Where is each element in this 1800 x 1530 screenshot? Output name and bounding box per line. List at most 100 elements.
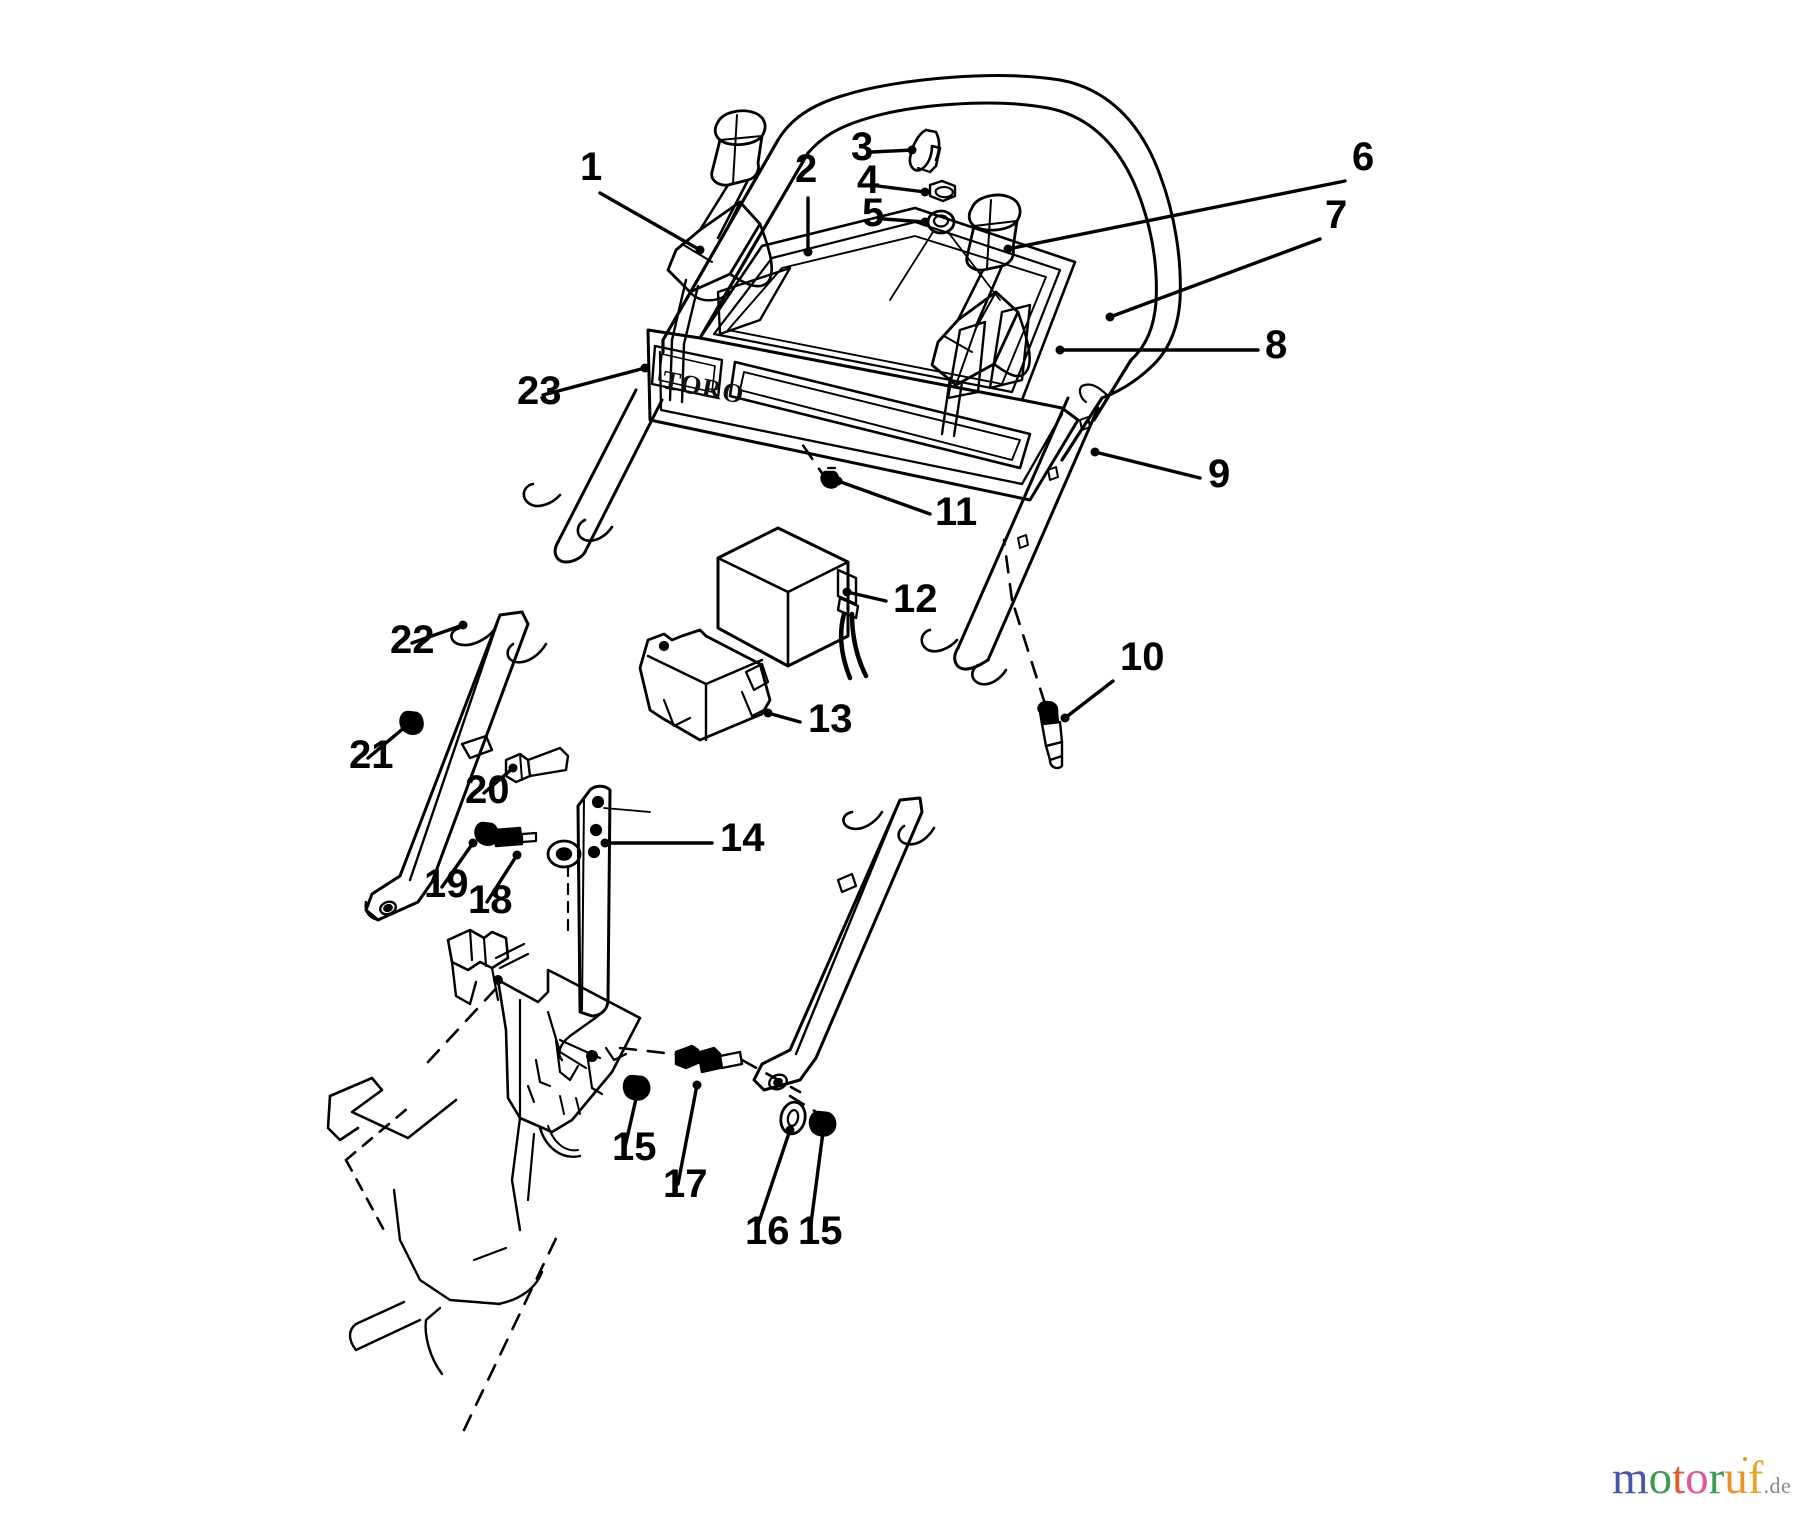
rod-part-14: [558, 784, 651, 1062]
pivot-bolt-part-17: [674, 1044, 744, 1074]
callout-leader-line: [1093, 450, 1202, 480]
screw-part-11: [820, 466, 840, 489]
callout-leader-line: [836, 479, 932, 516]
handle-mount-bracket: [446, 928, 642, 1232]
handle-bar-loop: [776, 74, 1182, 400]
bolt-part-19: [474, 821, 538, 848]
hex-nut-part-4: [928, 179, 957, 203]
phantom-line-pivot-right: [788, 1094, 828, 1120]
callout-leader-line: [485, 853, 519, 904]
callout-leader-line: [482, 766, 515, 795]
callout-14: 14: [600, 816, 765, 860]
handle-arm-part-22: [364, 610, 548, 922]
callout-1: 1: [580, 145, 705, 255]
callout-leader-dot: [692, 1080, 702, 1090]
callout-leader-line: [366, 725, 407, 760]
callout-12: 12: [842, 577, 938, 621]
callout-leader-dot: [907, 145, 917, 155]
callout-number: 5: [862, 191, 884, 235]
callout-leader-dot: [842, 587, 852, 597]
callout-4: 4: [857, 158, 930, 202]
callout-7: 7: [1105, 193, 1347, 322]
washer-part-18: [546, 839, 582, 869]
callout-number: 23: [517, 369, 562, 413]
callout-leader-dot: [508, 763, 518, 773]
lever-part-1: [666, 109, 773, 404]
console-placard-panel: [646, 328, 1080, 502]
callout-number: 18: [468, 878, 513, 922]
clip-part-3: [908, 128, 942, 174]
watermark-char-5: u: [1724, 1452, 1748, 1504]
callout-leader-line: [808, 1130, 825, 1233]
callout-leader-dot: [468, 838, 478, 848]
callout-leader-dot: [1090, 447, 1100, 457]
phantom-line-switch-10: [1010, 598, 1047, 706]
callout-leader-line: [766, 711, 802, 724]
callout-17: 17: [663, 1080, 708, 1206]
callout-5: 5: [862, 191, 930, 235]
callout-number: 15: [798, 1209, 843, 1253]
callout-number: 14: [720, 816, 765, 860]
watermark-char-4: r: [1708, 1452, 1725, 1504]
callout-leader-line: [676, 1083, 699, 1186]
callout-number: 17: [663, 1162, 708, 1206]
callout-leader-line: [440, 841, 475, 889]
callout-leader-dot: [695, 245, 705, 255]
phantom-line-bracket: [426, 980, 504, 1064]
callout-number: 20: [465, 768, 510, 812]
watermark-char-2: t: [1672, 1452, 1686, 1504]
callout-10: 10: [1060, 635, 1165, 723]
phantom-line-deck: [462, 1228, 562, 1432]
callout-15b: 15: [798, 1127, 843, 1253]
callout-number: 4: [857, 158, 880, 202]
callout-19: 19: [424, 838, 478, 906]
callout-number: 11: [935, 490, 977, 534]
phantom-line-pivot-mid: [740, 1058, 802, 1094]
callout-leader-dot: [833, 476, 843, 486]
callout-16: 16: [745, 1125, 795, 1253]
handle-arm-right-lower: [752, 796, 936, 1092]
callout-leader-line: [598, 191, 702, 252]
callout-leader-line: [410, 623, 465, 645]
callout-3: 3: [851, 125, 917, 169]
callout-20: 20: [465, 763, 518, 812]
callout-leader-line: [1063, 679, 1115, 720]
callout-leader-dot: [818, 1127, 828, 1137]
handle-upright-tubes: [522, 383, 1110, 686]
callout-number: 19: [424, 862, 469, 906]
callout-leader-dot: [763, 708, 773, 718]
callout-number: 7: [1325, 193, 1347, 237]
callout-number: 10: [1120, 635, 1165, 679]
battery-part-12: [716, 526, 869, 681]
watermark-char-0: m: [1612, 1452, 1649, 1504]
callout-22: 22: [390, 618, 468, 662]
callout-15: 15: [612, 1085, 657, 1169]
phantom-line-screw-11: [796, 436, 830, 484]
callout-number: 9: [1208, 452, 1230, 496]
callout-leader-dot: [1060, 713, 1070, 723]
callout-leader-dot: [920, 187, 930, 197]
callout-leader-dot: [1003, 244, 1013, 254]
callout-leader-line: [754, 1128, 792, 1233]
callout-leader-line: [876, 184, 927, 194]
washer-part-16: [779, 1100, 807, 1136]
callout-leader-line: [1006, 179, 1347, 251]
callout-11: 11: [833, 476, 977, 534]
switch-part-10: [1037, 700, 1064, 770]
callout-leader-dot: [803, 247, 813, 257]
callout-leader-dot: [633, 1085, 643, 1095]
callout-number: 8: [1265, 323, 1287, 367]
callout-number: 6: [1352, 135, 1374, 179]
watermark-tld: .de: [1763, 1473, 1792, 1498]
callout-leader-dot: [1105, 312, 1115, 322]
callout-leader-dot: [920, 217, 930, 227]
callout-18: 18: [468, 850, 522, 922]
callout-leader-dot: [458, 620, 468, 630]
callout-number: 21: [349, 733, 394, 777]
callout-13: 13: [763, 697, 853, 741]
callout-number: 3: [851, 125, 873, 169]
callout-leader-dot: [512, 850, 522, 860]
callout-9: 9: [1090, 447, 1230, 496]
callout-leader-line: [1108, 237, 1322, 319]
